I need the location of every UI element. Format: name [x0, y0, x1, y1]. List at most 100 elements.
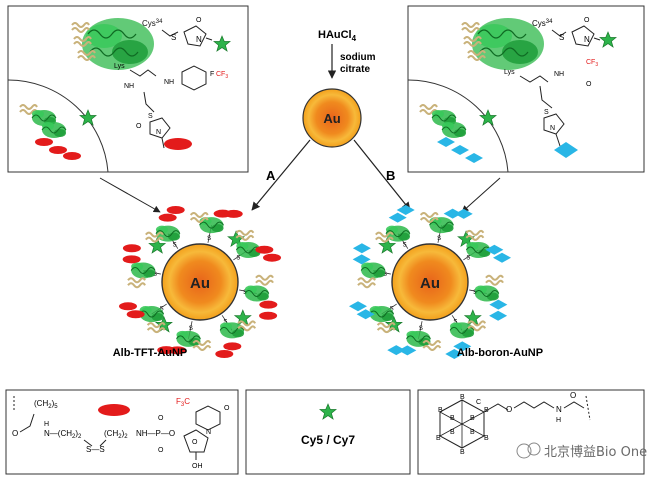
sulfur-atom: S: [390, 306, 394, 312]
red-label-icon: [122, 244, 141, 253]
lys-label-right: Lys: [504, 69, 515, 76]
svg-text:B: B: [460, 394, 465, 401]
blue-label-icon: [489, 299, 508, 310]
o-atom-right-top: O: [584, 17, 590, 24]
red-label-icon: [259, 300, 278, 309]
phosphate-o-minus: O: [158, 447, 164, 454]
carborane-cage: B B B B B B B B B B C: [436, 394, 489, 456]
albumin-protein: [130, 261, 156, 279]
blue-label-icon: [396, 204, 415, 215]
n-atom-right-top: N: [584, 35, 590, 44]
svg-text:B: B: [470, 429, 475, 436]
protein-strand: [357, 277, 377, 289]
left-particle-label: Alb-TFT-AuNP: [113, 347, 188, 359]
protein-strand: [254, 274, 274, 286]
sulfur-atom: S: [189, 326, 193, 332]
top-right-box: Cys34 S N O Lys NH CF3 O S N: [407, 5, 645, 173]
blue-label-icon: [387, 345, 406, 356]
sulfur-atom: S: [437, 236, 441, 242]
sulfur-atom: S: [153, 272, 157, 278]
dye-label: Cy5 / Cy7: [301, 433, 355, 447]
o-atom-left-mid: O: [136, 123, 142, 130]
amide-h-label: H: [556, 417, 561, 424]
sulfur-atom: S: [160, 306, 164, 312]
albumin-protein: [474, 285, 500, 303]
bottom-middle-box: Cy5 / Cy7: [245, 389, 411, 475]
f3c-label: F3C: [176, 397, 190, 408]
svg-text:北京博益Bio One: 北京博益Bio One: [544, 445, 647, 460]
red-label-icon: [158, 213, 177, 222]
s-atom-right-mid: S: [544, 109, 549, 116]
amide-n-label: N: [556, 405, 562, 414]
blue-label-icon: [454, 208, 473, 219]
blue-label-icon: [493, 252, 512, 263]
svg-text:B: B: [450, 415, 455, 422]
sulfur-atom: S: [173, 243, 177, 249]
sulfur-atom: S: [236, 256, 240, 262]
o-atom-right-mid: O: [586, 81, 592, 88]
albumin-protein: [449, 321, 475, 339]
red-label-icon: [164, 138, 192, 150]
sulfur-atom: S: [419, 326, 423, 332]
sulfur-atom: S: [383, 272, 387, 278]
box-right-arrow: [461, 177, 501, 213]
pathway-b-label: B: [386, 168, 395, 183]
ch2-5-label: (CH2)5: [34, 399, 58, 410]
red-label-icon: [263, 253, 282, 262]
sulfur-atom: S: [453, 319, 457, 325]
sulfur-atom: S: [403, 243, 407, 249]
uracil-o-label: O: [224, 405, 230, 412]
albumin-protein: [219, 321, 245, 339]
chain-a-label: N—(CH2)2: [44, 429, 82, 440]
sulfur-atom: S: [207, 236, 211, 242]
svg-text:B: B: [438, 407, 443, 414]
bottom-right-box: B B B B B B B B B B C O N H O: [417, 389, 645, 475]
sulfur-atom: S: [466, 256, 470, 262]
svg-text:Au: Au: [420, 275, 440, 292]
red-label-icon: [255, 245, 274, 254]
svg-text:B: B: [436, 435, 441, 442]
central-gold-nanoparticle: Au: [302, 88, 362, 148]
sugar-o-label: O: [192, 439, 198, 446]
phosphate-o-top: O: [158, 415, 164, 422]
blue-label-icon: [352, 243, 371, 254]
pathway-a-label: A: [266, 168, 276, 183]
right-particle-label: Alb-boron-AuNP: [457, 347, 543, 359]
svg-text:B: B: [470, 415, 475, 422]
svg-text:B: B: [484, 435, 489, 442]
cys34-label-right: Cys34: [532, 19, 553, 28]
sugar-oh-label: OH: [192, 463, 203, 470]
protein-strand: [484, 274, 504, 286]
svg-text:Au: Au: [323, 111, 340, 126]
albumin-protein: [175, 330, 201, 348]
svg-text:B: B: [450, 429, 455, 436]
svg-text:B: B: [460, 449, 465, 456]
bottom-left-box: (CH2)5 O N—(CH2)2 H (CH2)2 S—S NH—P—O O …: [5, 389, 239, 475]
n-atom-left-top: N: [196, 35, 202, 44]
o-atom-left-top: O: [196, 17, 202, 24]
condition-line2: citrate: [340, 64, 370, 75]
condition-line1: sodium: [340, 52, 376, 63]
nh-left-1: NH: [124, 83, 134, 90]
left-functionalized-particle: SSSSSSSS Au: [118, 205, 282, 359]
red-label-icon: [259, 311, 278, 320]
blue-label-icon: [388, 212, 407, 223]
nh-left-2: NH: [164, 79, 174, 86]
s-atom-right-top: S: [559, 33, 564, 42]
red-label-icon: [215, 350, 234, 359]
albumin-protein: [405, 330, 431, 348]
protein-strand: [127, 277, 147, 289]
red-label-icon: [166, 205, 185, 214]
red-label-icon: [224, 209, 243, 218]
protein-cluster-top-left: [82, 18, 154, 70]
n-atom-right-mid: N: [550, 125, 555, 132]
red-label-icon: [118, 302, 137, 311]
amide-h-label: H: [44, 421, 49, 428]
red-label-icon: [98, 404, 130, 416]
watermark: 北京博益Bio One: [516, 442, 647, 460]
uracil-n-label: N: [206, 429, 211, 436]
nh-right: NH: [554, 71, 564, 78]
red-label-icon: [126, 310, 145, 319]
blue-label-icon: [489, 310, 508, 321]
